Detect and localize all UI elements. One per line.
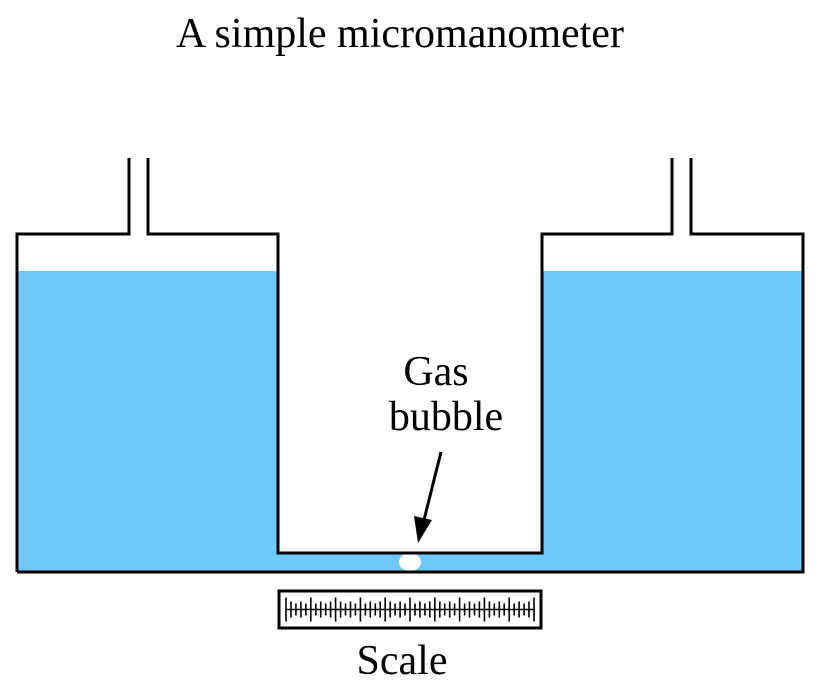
gas-bubble-label-line2: bubble — [389, 394, 503, 440]
diagram-title: A simple micromanometer — [176, 11, 624, 57]
left-reservoir-liquid — [17, 271, 279, 572]
gas-bubble-label-line1: Gas — [403, 349, 468, 395]
gas-bubble — [399, 553, 421, 571]
right-reservoir-liquid — [541, 271, 803, 572]
pointer-arrow — [414, 451, 443, 543]
scale-label: Scale — [357, 638, 448, 684]
vessel-outline — [15, 158, 805, 574]
liquid — [17, 271, 803, 572]
scale-ticks — [285, 597, 535, 622]
scale — [277, 589, 543, 630]
